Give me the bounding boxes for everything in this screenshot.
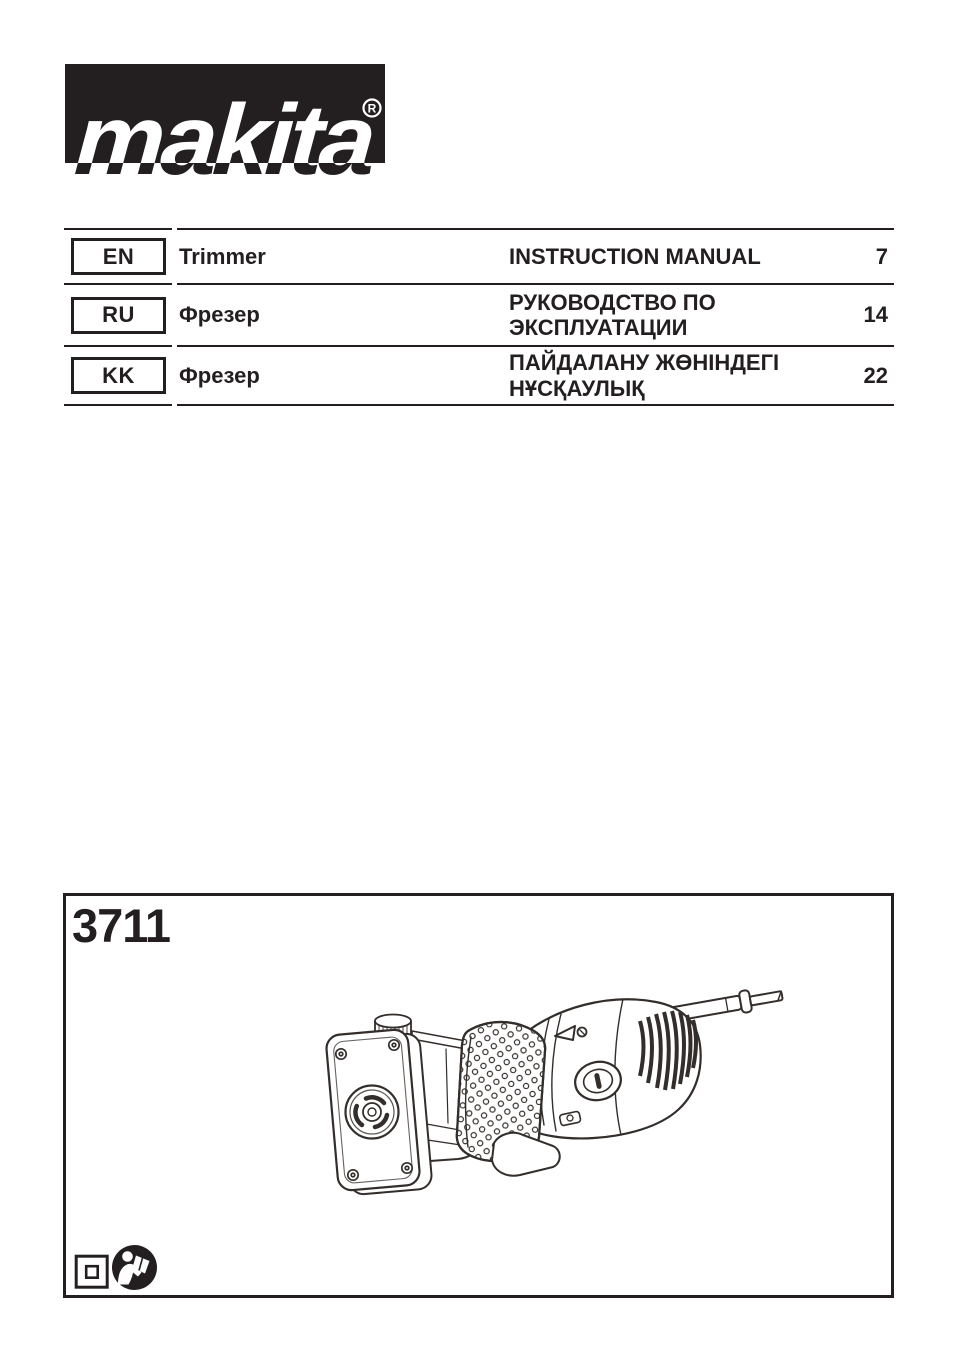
trimmer-illustration xyxy=(325,989,784,1196)
logo-black-box xyxy=(65,64,385,163)
logo-wordmark-black-feet: makita xyxy=(72,84,377,186)
page-number: 22 xyxy=(863,362,888,388)
registered-mark-letter: R xyxy=(368,102,377,116)
power-switch xyxy=(574,1060,622,1102)
product-name: Фрезер xyxy=(179,302,260,327)
table-row: KK Фрезер ПАЙДАЛАНУ ЖӨНІНДЕГІ НҰСҚАУЛЫҚ … xyxy=(64,345,894,404)
manual-title: ПАЙДАЛАНУ ЖӨНІНДЕГІ НҰСҚАУЛЫҚ xyxy=(509,350,780,401)
table-row: RU Фрезер РУКОВОДСТВО ПО ЭКСПЛУАТАЦИИ 14 xyxy=(64,283,894,345)
double-insulation-icon xyxy=(74,1254,109,1289)
vent-ribs xyxy=(638,1010,698,1091)
page-number: 7 xyxy=(875,243,888,269)
language-toc-table: EN Trimmer INSTRUCTION MANUAL 7 RU Фрезе… xyxy=(64,228,894,406)
model-number: 3711 xyxy=(72,899,171,952)
language-code-badge: RU xyxy=(71,296,166,334)
language-code-badge: KK xyxy=(71,357,166,394)
language-code-badge: EN xyxy=(71,238,166,275)
page-number: 14 xyxy=(863,302,888,327)
table-row: EN Trimmer INSTRUCTION MANUAL 7 xyxy=(64,228,894,283)
vent-hole-shell xyxy=(455,1021,547,1163)
manual-title: INSTRUCTION MANUAL xyxy=(509,243,761,269)
read-instruction-manual-icon xyxy=(112,1245,157,1290)
plate-screws xyxy=(334,1038,414,1182)
registered-mark-ring xyxy=(362,98,382,118)
clamp-lever xyxy=(491,1131,561,1177)
base-plate xyxy=(325,1028,433,1196)
product-name: Фрезер xyxy=(179,362,260,388)
makita-logo: makita makita R xyxy=(65,64,385,186)
motor-housing xyxy=(518,998,702,1140)
product-frame xyxy=(63,893,894,1298)
product-name: Trimmer xyxy=(179,243,266,269)
manual-title: РУКОВОДСТВО ПО ЭКСПЛУАТАЦИИ xyxy=(509,289,716,340)
bit-opening xyxy=(344,1084,400,1140)
logo-wordmark-white: makita xyxy=(72,84,377,186)
